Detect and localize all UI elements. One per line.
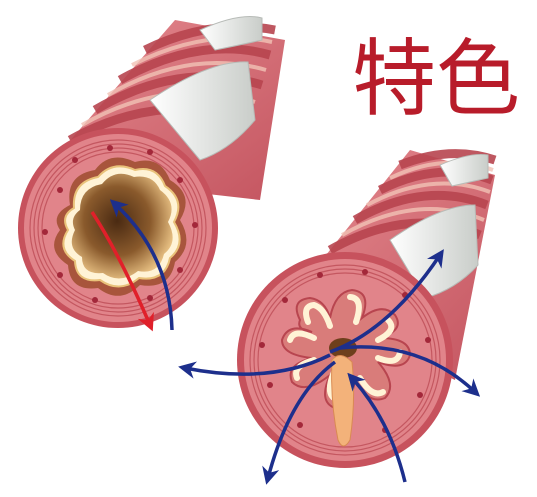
left-airway-tube xyxy=(18,17,285,331)
right-airway-tube xyxy=(185,150,495,482)
title-heading: 特色 xyxy=(352,30,520,128)
